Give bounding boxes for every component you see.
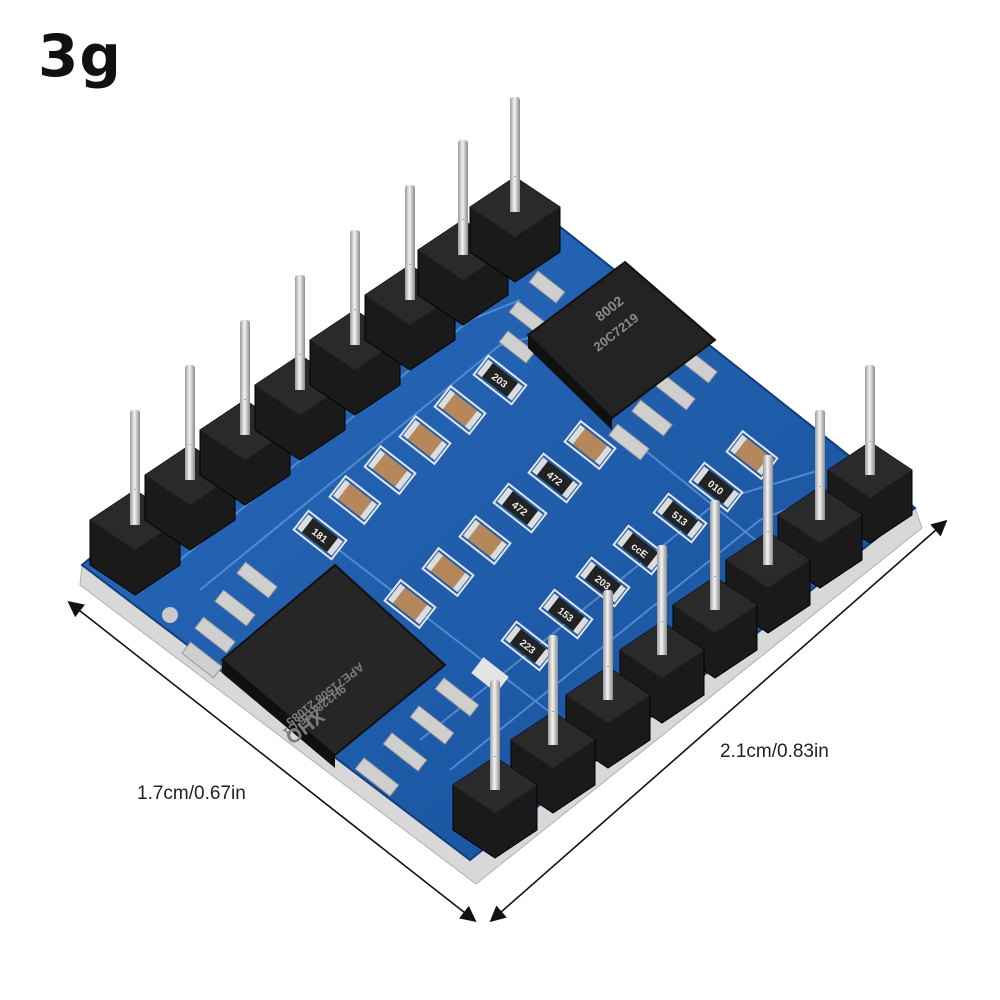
length-dimension-label: 2.1cm/0.83in — [720, 741, 829, 762]
header-row-front — [452, 365, 913, 859]
weight-label: 3g — [38, 22, 122, 90]
header-pin — [452, 680, 538, 859]
header-pin — [469, 97, 561, 283]
header-row-back — [89, 97, 561, 596]
width-dimension-arrow — [67, 601, 477, 922]
amplifier-chip: 8002 20C7219 — [498, 260, 718, 461]
header-pin — [254, 275, 346, 461]
pcb-marker-dot — [162, 607, 178, 623]
smd-components: 203 — [292, 354, 779, 693]
mp3-decoder-chip: XHO 9H328H16 C1 APE71508 21085 — [181, 561, 480, 797]
width-dimension-label: 1.7cm/0.67in — [137, 783, 246, 804]
length-dimension-arrow — [489, 519, 948, 923]
